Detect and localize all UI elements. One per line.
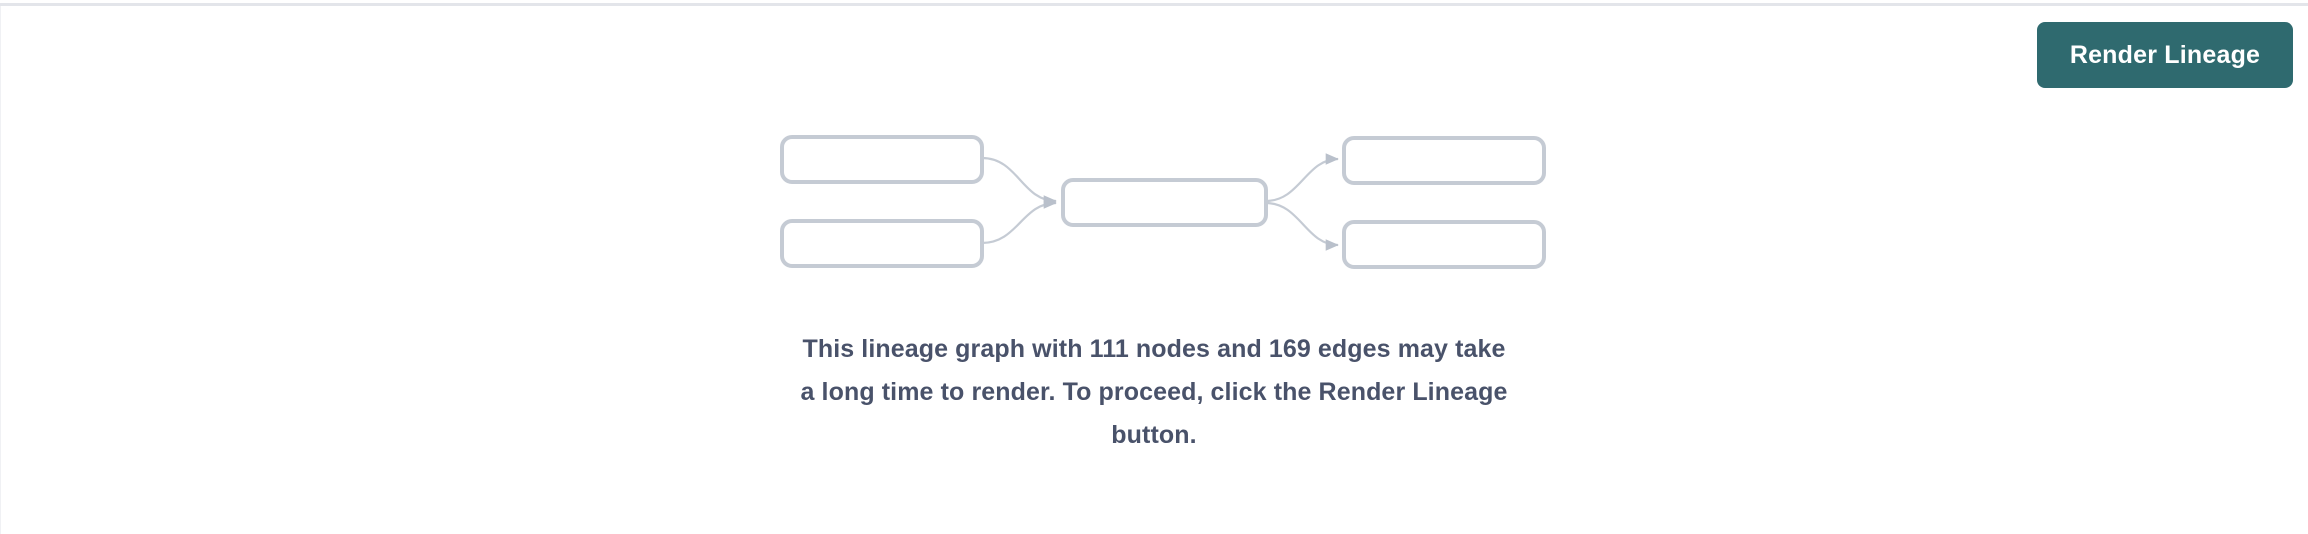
lineage-warning-line-1: This lineage graph with 111 nodes and 16… [802,335,1506,363]
graph-node-right-bottom [1342,220,1546,269]
edge-left-top-to-center [981,156,1057,207]
edge-center-to-right-top [1265,153,1339,203]
panel-top-divider [0,3,2308,6]
graph-node-left-top [780,135,984,184]
graph-node-left-bottom [780,219,984,268]
lineage-warning-line-2: a long time to render. To proceed, click… [800,378,1508,406]
lineage-warning-message: This lineage graph with 111 nodes and 16… [754,328,1554,457]
panel-left-rule [0,6,1,534]
edge-center-to-right-bottom [1265,201,1339,251]
render-lineage-button[interactable]: Render Lineage [2037,22,2293,88]
edge-left-bottom-to-center [981,197,1057,245]
lineage-graph-placeholder [760,125,1560,275]
graph-node-right-top [1342,136,1546,185]
graph-node-center [1061,178,1268,227]
lineage-warning-line-3: button. [1111,421,1197,449]
